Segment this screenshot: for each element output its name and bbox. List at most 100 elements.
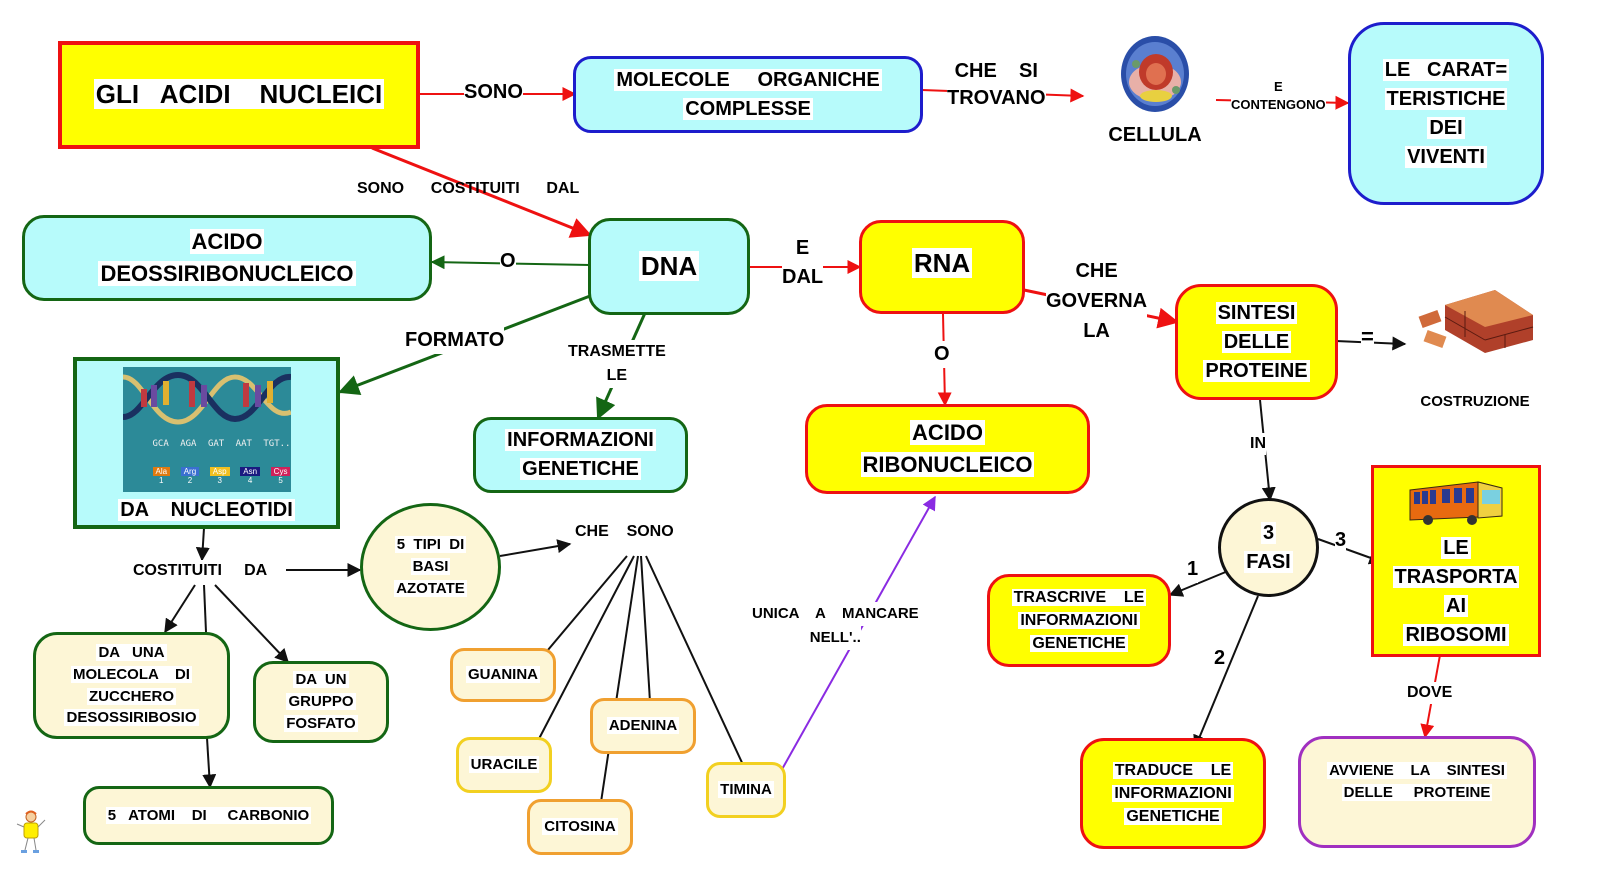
edge-che-sono-adenina [640,555,658,720]
amino-acid: Asn [240,467,261,476]
node-avviene-sintesi[interactable]: AVVIENE LA SINTESI DELLE PROTEINE [1298,736,1536,848]
node-text: TRASCRIVE LE [1011,588,1147,606]
node-tipi-basi[interactable]: 5 TIPI DI BASI AZOTATE [360,503,501,631]
amino-acid: Cys [270,467,291,476]
node-text: MOLECOLE ORGANICHE [614,68,882,91]
node-text: TIMINA [718,781,774,799]
edge-basi-che-sono [499,539,572,557]
node-text: RIBOSOMI [1403,624,1509,646]
link-label-che-governa-la: CHE GOVERNA LA [1046,256,1148,346]
link-label-in: IN [1250,433,1266,455]
node-text: GENETICHE [1030,635,1128,653]
edge-fasi-2-traduce [1193,595,1259,750]
node-text: AI [1444,595,1468,617]
edge-costituiti-zucchero-line [203,584,207,633]
edge-costituiti-fosfato [214,584,289,664]
edge-che-sono-guanina [536,555,628,665]
link-label-costituiti-da: COSTITUITI DA [133,560,268,582]
node-molecole-organiche[interactable]: MOLECOLE ORGANICHE COMPLESSE [573,56,923,133]
amino-acid: Ala [152,467,171,476]
codon: AAT [235,439,252,449]
node-guanina[interactable]: GUANINA [450,648,556,702]
node-text: TRASPORTA [1392,566,1520,588]
node-caratteristiche-viventi[interactable]: LE CARAT= TERISTICHE DEI VIVENTI [1348,22,1544,205]
codon: AGA [180,439,197,449]
node-cellula[interactable]: CELLULA [1095,34,1215,159]
node-text: GENETICHE [1124,808,1222,826]
node-uracile[interactable]: URACILE [456,737,552,793]
mascot-icon [16,810,46,853]
node-text: RIBONUCLEICO [860,452,1035,477]
node-text: VIVENTI [1405,145,1487,168]
link-label-o-rna: O [934,341,950,368]
link-label-dove: DOVE [1407,682,1453,704]
node-text: LE CARAT= [1382,58,1510,81]
node-text: GUANINA [466,666,540,684]
edge-acidi-costituiti-dna [371,146,592,238]
link-label-trasmette-le: TRASMETTE LE [568,340,666,388]
node-citosina[interactable]: CITOSINA [527,799,633,855]
link-label-fase-1: 1 [1187,556,1199,583]
node-text: ZUCCHERO [87,687,176,705]
link-label-unica-a-mancare: UNICA A MANCARE NELL'.. [752,602,919,650]
node-trascrive[interactable]: TRASCRIVE LE INFORMAZIONI GENETICHE [987,574,1171,667]
node-text: DNA [638,250,700,281]
node-informazioni-genetiche[interactable]: INFORMAZIONI GENETICHE [473,417,688,493]
node-text: INFORMAZIONI [505,429,656,451]
link-label-fase-2: 2 [1214,645,1226,672]
node-text: INFORMAZIONI [1018,611,1140,629]
node-text: CITOSINA [542,818,618,836]
amino-acid: Arg [180,467,200,476]
node-text: BASI [410,558,451,576]
codon-row: GCA AGA GAT AAT TGT.. [153,439,291,449]
node-text: RNA [911,248,973,278]
node-fosfato[interactable]: DA UN GRUPPO FOSFATO [253,661,389,743]
link-label-e-contengono: E CONTENGONO [1231,78,1326,114]
node-rna[interactable]: RNA [859,220,1025,314]
link-label-formato: FORMATO [405,327,505,354]
link-label-che-sono: CHE SONO [575,523,674,540]
costruzione-label: COSTRUZIONE [1420,393,1530,410]
link-label-sono: SONO [464,79,523,106]
node-acido-ribonucleico[interactable]: ACIDO RIBONUCLEICO [805,404,1090,494]
link-label-sono-costituiti-dal: SONO COSTITUITI DAL [357,180,580,197]
node-text: COMPLESSE [683,97,813,120]
node-text: 5 ATOMI DI CARBONIO [105,806,312,824]
node-text: DELLE [1221,330,1292,353]
link-label-fase-3: 3 [1335,527,1347,554]
node-text: GRUPPO [286,693,356,711]
node-sintesi-proteine[interactable]: SINTESI DELLE PROTEINE [1175,284,1338,400]
node-text: SINTESI [1215,301,1298,324]
node-timina[interactable]: TIMINA [706,762,786,818]
node-text: LE [1441,537,1471,559]
node-text: FOSFATO [284,714,358,732]
edge-fasi-1-trascrive [1168,570,1229,597]
bricks-icon [1418,290,1534,353]
node-title: GLI ACIDI NUCLEICI [93,79,385,110]
node-tre-fasi[interactable]: 3 FASI [1218,498,1319,597]
node-text: DA UNA [96,644,167,661]
node-zucchero[interactable]: DA UNA MOLECOLA DI ZUCCHERO DESOSSIRIBOS… [33,632,230,739]
node-text: PROTEINE [1203,359,1310,382]
edge-che-sono-citosina [592,555,639,824]
node-carbonio[interactable]: 5 ATOMI DI CARBONIO [83,786,334,845]
node-adenina[interactable]: ADENINA [590,698,696,754]
node-costruzione[interactable]: COSTRUZIONE [1405,285,1545,415]
link-label-o-dna: O [500,248,516,275]
node-text: ACIDO [910,420,985,446]
node-text: TERISTICHE [1384,87,1508,110]
node-traduce[interactable]: TRADUCE LE INFORMAZIONI GENETICHE [1080,738,1266,849]
edge-che-sono-timina [645,555,753,784]
node-text: DESOSSIRIBOSIO [64,709,199,727]
node-acidi-nucleici[interactable]: GLI ACIDI NUCLEICI [58,41,420,149]
edge-che-sono-uracile [528,555,635,760]
edge-costituiti-zucchero [164,584,196,634]
node-text: AVVIENE LA SINTESI [1327,762,1507,780]
node-text: DA NUCLEOTIDI [118,499,295,521]
node-trasporta-ribosomi[interactable]: LE TRASPORTA AI RIBOSOMI [1371,465,1541,657]
node-dna[interactable]: DNA [588,218,750,315]
node-acido-deossiribonucleico[interactable]: ACIDO DEOSSIRIBONUCLEICO [22,215,432,301]
